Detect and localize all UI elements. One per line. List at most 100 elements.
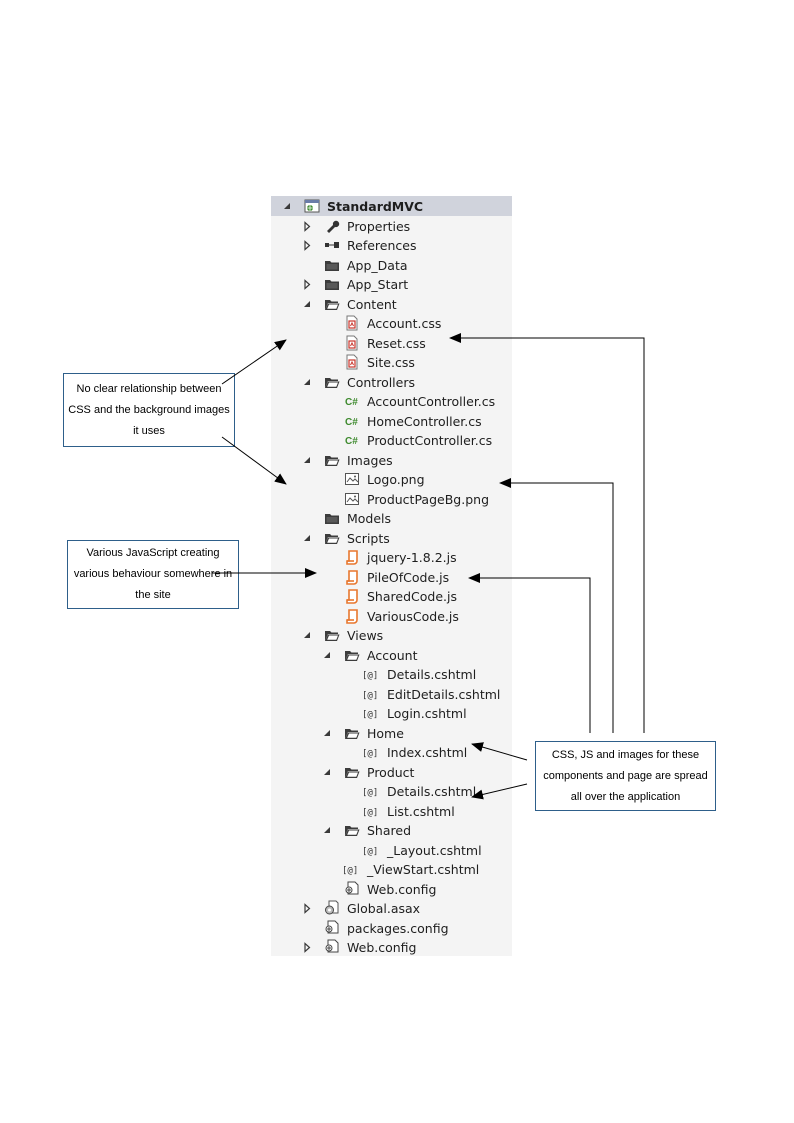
tree-item-web-config[interactable]: Web.config	[271, 880, 512, 899]
tree-item-web-config[interactable]: Web.config	[271, 938, 512, 957]
folder-open-icon	[344, 647, 361, 664]
tree-item-scripts[interactable]: Scripts	[271, 529, 512, 548]
tree-item-label: _Layout.cshtml	[387, 842, 482, 858]
tree-item-productpagebg-png[interactable]: ProductPageBg.png	[271, 490, 512, 509]
tree-item-shared[interactable]: Shared	[271, 821, 512, 840]
tree-item-layout-cshtml[interactable]: [@]_Layout.cshtml	[271, 841, 512, 860]
folder-open-icon	[324, 296, 341, 313]
note-css-images: No clear relationship between CSS and th…	[63, 373, 235, 447]
tree-item-label: EditDetails.cshtml	[387, 686, 501, 702]
folder-open-icon	[324, 627, 341, 644]
tree-item-properties[interactable]: Properties	[271, 217, 512, 236]
tree-item-reset-css[interactable]: Reset.css	[271, 334, 512, 353]
tree-item-label: StandardMVC	[327, 199, 424, 214]
tree-item-references[interactable]: References	[271, 236, 512, 255]
svg-text:[@]: [@]	[362, 691, 378, 701]
tree-item-label: Login.cshtml	[387, 706, 467, 721]
tree-item-product[interactable]: Product	[271, 763, 512, 782]
tree-item-global-asax[interactable]: Global.asax	[271, 899, 512, 918]
tree-item-content[interactable]: Content	[271, 295, 512, 314]
tree-item-standardmvc[interactable]: StandardMVC	[271, 197, 512, 216]
tree-item-label: PileOfCode.js	[367, 569, 450, 585]
svg-text:[@]: [@]	[362, 671, 378, 681]
note-components-text: CSS, JS and images for these components …	[543, 748, 708, 803]
project-icon	[304, 198, 321, 215]
tree-item-sharedcode-js[interactable]: SharedCode.js	[271, 587, 512, 606]
tree-item-label: References	[347, 238, 417, 253]
expander-expanded-icon[interactable]	[301, 626, 313, 645]
razor-file-icon: [@]	[362, 686, 381, 703]
css-file-icon	[344, 354, 361, 371]
tree-item-viewstart-cshtml[interactable]: [@]_ViewStart.cshtml	[271, 860, 512, 879]
tree-item-productcontroller-cs[interactable]: C#ProductController.cs	[271, 431, 512, 450]
tree-item-login-cshtml[interactable]: [@]Login.cshtml	[271, 704, 512, 723]
expander-expanded-icon[interactable]	[301, 529, 313, 548]
expander-collapsed-icon[interactable]	[301, 899, 313, 918]
expander-expanded-icon[interactable]	[321, 724, 333, 743]
config-file-icon	[344, 881, 361, 898]
tree-item-accountcontroller-cs[interactable]: C# AccountController.cs	[271, 392, 512, 411]
expander-collapsed-icon[interactable]	[301, 938, 313, 957]
tree-item-label: App_Start	[347, 277, 409, 292]
tree-item-details-cshtml[interactable]: [@] Details.cshtml	[271, 665, 512, 684]
note-components: CSS, JS and images for these components …	[535, 741, 716, 811]
tree-item-packages-config[interactable]: packages.config	[271, 919, 512, 938]
tree-item-jquery-1-8-2-js[interactable]: jquery-1.8.2.js	[271, 548, 512, 567]
expander-expanded-icon[interactable]	[301, 451, 313, 470]
expander-collapsed-icon[interactable]	[301, 236, 313, 255]
tree-item-label: Reset.css	[367, 335, 426, 351]
expander-expanded-icon[interactable]	[281, 197, 293, 216]
expander-expanded-icon[interactable]	[321, 821, 333, 840]
tree-item-variouscode-js[interactable]: VariousCode.js	[271, 607, 512, 626]
folder-open-icon	[324, 452, 341, 469]
javascript-file-icon	[344, 569, 361, 586]
expander-expanded-icon[interactable]	[321, 646, 333, 665]
tree-item-label: Controllers	[347, 374, 415, 390]
expander-expanded-icon[interactable]	[301, 373, 313, 392]
css-file-icon	[344, 335, 361, 352]
tree-item-index-cshtml[interactable]: [@]Index.cshtml	[271, 743, 512, 762]
folder-open-icon	[344, 725, 361, 742]
folder-icon	[324, 257, 341, 274]
css-file-icon	[344, 315, 361, 332]
tree-item-label: Account	[367, 647, 418, 663]
tree-item-label: AccountController.cs	[367, 394, 496, 409]
tree-item-label: packages.config	[347, 920, 449, 936]
note-javascript: Various JavaScript creating various beha…	[67, 540, 239, 609]
tree-item-logo-png[interactable]: Logo.png	[271, 470, 512, 489]
tree-item-label: Account.css	[367, 316, 442, 331]
tree-item-details-cshtml[interactable]: [@]Details.cshtml	[271, 782, 512, 801]
tree-item-pileofcode-js[interactable]: PileOfCode.js	[271, 568, 512, 587]
tree-item-views[interactable]: Views	[271, 626, 512, 645]
expander-expanded-icon[interactable]	[301, 295, 313, 314]
folder-open-icon	[344, 764, 361, 781]
csharp-file-icon: C#	[344, 393, 361, 410]
tree-item-images[interactable]: Images	[271, 451, 512, 470]
svg-text:[@]: [@]	[362, 788, 378, 798]
image-file-icon	[344, 491, 361, 508]
tree-item-home[interactable]: Home	[271, 724, 512, 743]
expander-collapsed-icon[interactable]	[301, 217, 313, 236]
tree-item-label: VariousCode.js	[367, 608, 459, 624]
tree-item-app-data[interactable]: App_Data	[271, 256, 512, 275]
tree-item-account[interactable]: Account	[271, 646, 512, 665]
selected-row-highlight	[271, 196, 512, 216]
tree-item-models[interactable]: Models	[271, 509, 512, 528]
tree-item-editdetails-cshtml[interactable]: [@] EditDetails.cshtml	[271, 685, 512, 704]
tree-item-site-css[interactable]: Site.css	[271, 353, 512, 372]
tree-item-homecontroller-cs[interactable]: C#HomeController.cs	[271, 412, 512, 431]
expander-collapsed-icon[interactable]	[301, 275, 313, 294]
tree-item-label: SharedCode.js	[367, 589, 457, 604]
razor-file-icon: [@]	[342, 861, 361, 878]
tree-item-label: jquery-1.8.2.js	[367, 550, 457, 565]
tree-item-list-cshtml[interactable]: [@]List.cshtml	[271, 802, 512, 821]
tree-item-app-start[interactable]: App_Start	[271, 275, 512, 294]
tree-item-label: Web.config	[347, 940, 417, 955]
tree-item-controllers[interactable]: Controllers	[271, 373, 512, 392]
svg-text:C#: C#	[345, 417, 358, 428]
tree-item-account-css[interactable]: Account.css	[271, 314, 512, 333]
expander-expanded-icon[interactable]	[321, 763, 333, 782]
csharp-file-icon: C#	[344, 432, 361, 449]
tree-item-label: Details.cshtml	[387, 667, 477, 682]
